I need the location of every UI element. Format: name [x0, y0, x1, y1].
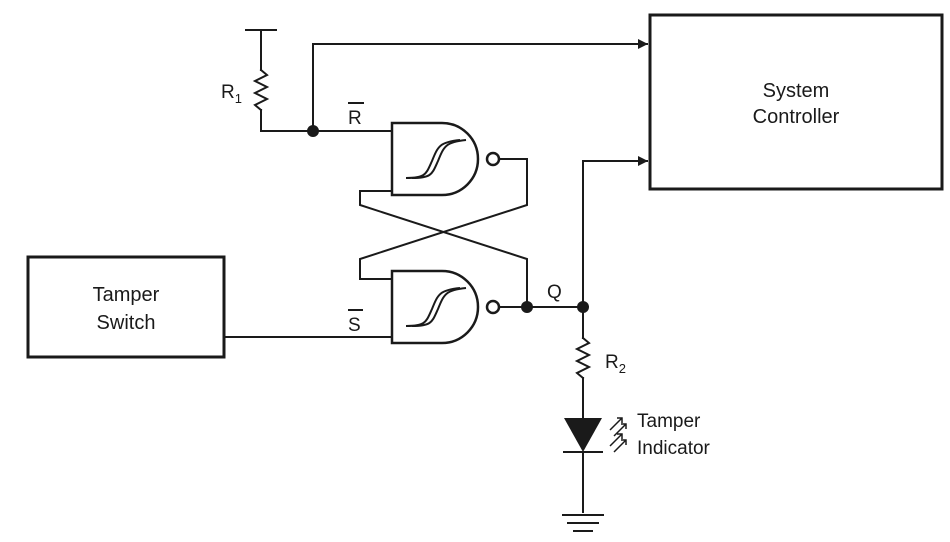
- resistor-r1: [252, 68, 270, 112]
- r-bar-label: R: [348, 108, 362, 129]
- reset-line-wires: [260, 39, 648, 132]
- resistor-r2: [574, 336, 592, 419]
- q-junction-dot-right: [577, 301, 589, 313]
- nand-top-inversion-bubble: [485, 151, 501, 167]
- reset-junction-dot: [307, 125, 319, 137]
- vcc-supply-symbol: [245, 29, 277, 71]
- ground-icon: [562, 514, 604, 532]
- tamper-switch-label-line1: Tamper: [93, 284, 160, 306]
- q-junction-dot-left: [521, 301, 533, 313]
- r2-label: R2: [605, 352, 626, 376]
- tamper-switch-label-line2: Switch: [97, 312, 156, 334]
- nand-bottom-inversion-bubble: [485, 299, 501, 315]
- led-label-line1: Tamper: [637, 411, 701, 432]
- led-emission-arrows-icon: [609, 417, 627, 453]
- cross-coupling-wires: [359, 158, 528, 308]
- r1-label: R1: [221, 82, 242, 106]
- s-bar-label: S: [348, 315, 361, 336]
- nand-gate-top: [390, 121, 501, 197]
- q-label: Q: [547, 282, 562, 303]
- system-controller-label-line1: System: [763, 80, 830, 102]
- system-controller-label-line2: Controller: [753, 106, 840, 128]
- nand-gate-bottom: [390, 269, 501, 345]
- system-controller-block: System Controller: [648, 13, 944, 191]
- q-output-wires: [498, 156, 648, 339]
- tamper-switch-block: Tamper Switch: [26, 255, 226, 359]
- tamper-indicator-led: [563, 418, 603, 513]
- led-label-line2: Indicator: [637, 438, 711, 459]
